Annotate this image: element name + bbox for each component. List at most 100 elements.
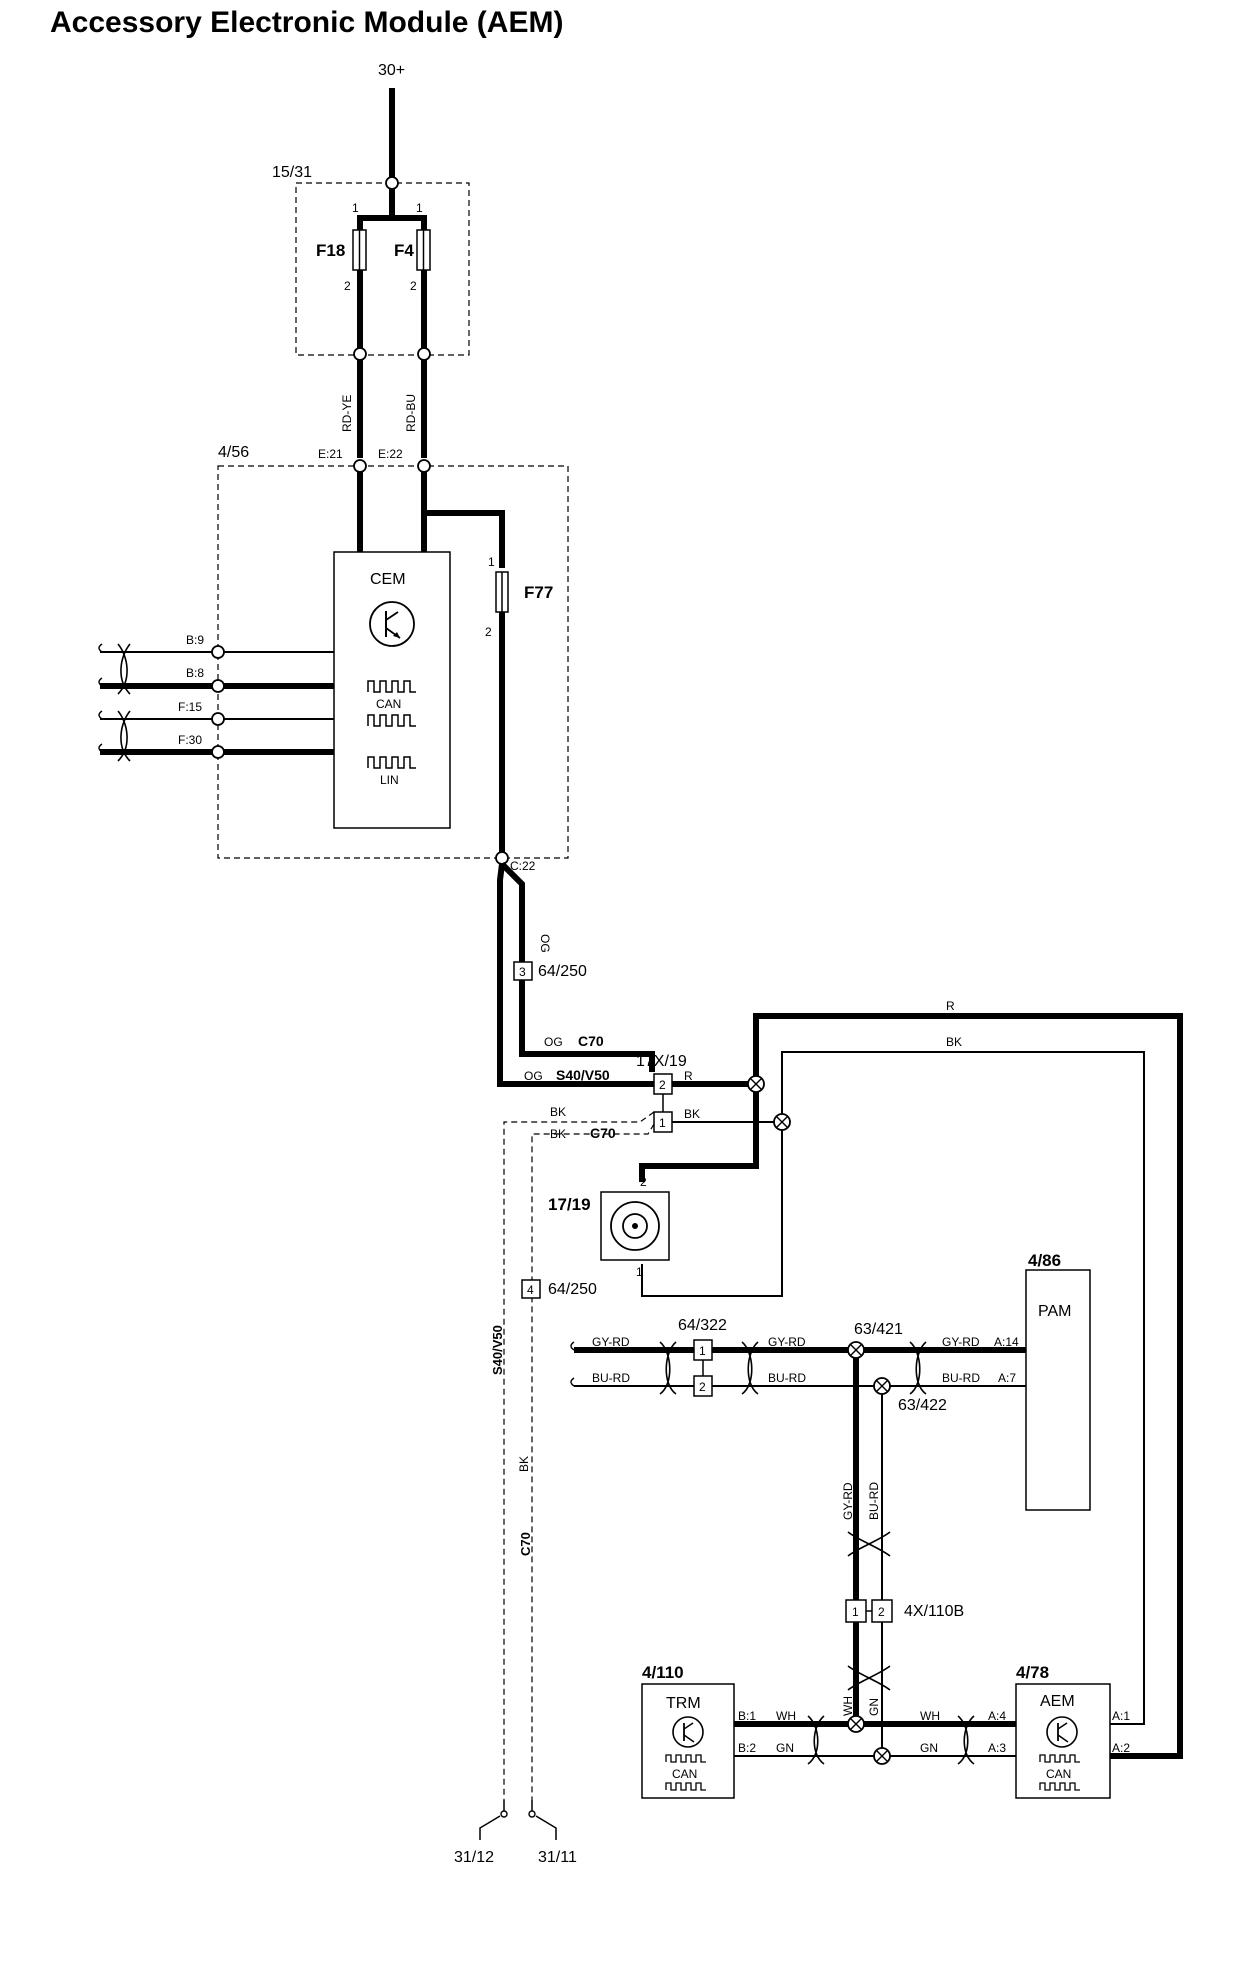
aem-pin-a4: A:4 (988, 1709, 1006, 1723)
cem-module-boundary (217, 465, 569, 859)
wire-label-gy-rd-mid: GY-RD (768, 1335, 806, 1349)
splice-64-250-a (513, 961, 533, 981)
wire-label-c70-vert: C70 (518, 1532, 533, 1556)
splice-a-id: 64/250 (538, 963, 587, 980)
ground-31-11 (528, 1800, 557, 1840)
cem-lin-label: LIN (380, 773, 399, 787)
socket-pin-bottom: 1 (636, 1265, 643, 1279)
pam-label: PAM (1038, 1303, 1071, 1320)
pam-pin-a14: A:14 (994, 1335, 1019, 1349)
connector-4x110b-pin2-label: 2 (878, 1605, 885, 1619)
trm-can-icon (665, 1754, 706, 1791)
socket-17-19-id: 17/19 (548, 1195, 591, 1214)
wire-label-s40v50-vert: S40/V50 (490, 1325, 505, 1375)
fuse-box-id: 15/31 (272, 164, 312, 181)
splice-63-422-label: 63/422 (898, 1397, 947, 1414)
aem-can-icon (1039, 1754, 1080, 1791)
connector-f4-out (417, 347, 431, 361)
aem-module (1015, 1683, 1111, 1799)
fuse-f77-pin-bottom: 2 (485, 625, 492, 639)
pam-module (1025, 1269, 1091, 1511)
cem-left-pins: B:9 B:8 F:15 F:30 (98, 633, 334, 762)
wire-label-c70-bk: C70 (590, 1125, 616, 1141)
pin-f15: F:15 (178, 700, 202, 714)
aem-pin-a1: A:1 (1112, 1709, 1130, 1723)
fuse-f18-pin-top: 1 (352, 201, 359, 215)
wire-label-r-top: R (946, 999, 955, 1013)
aem-id: 4/78 (1016, 1663, 1049, 1682)
twisted-pair-symbols (659, 1341, 927, 1395)
ground-31-12 (479, 1800, 508, 1840)
lin-signal-icon (367, 756, 416, 769)
pin-b9: B:9 (186, 633, 204, 647)
trm-transistor-icon (672, 1716, 704, 1748)
twisted-pair-wh-gn (847, 1665, 891, 1691)
aem-pin-a2: A:2 (1112, 1741, 1130, 1755)
connector-17x19-id: 17X/19 (636, 1053, 687, 1070)
pin-b8: B:8 (186, 666, 204, 680)
twisted-pair-bottom (807, 1715, 975, 1765)
page-title: Accessory Electronic Module (AEM) (50, 6, 563, 39)
ground-label-31-12: 31/12 (454, 1849, 494, 1866)
wire-bk-aem (781, 1051, 1145, 1725)
splice-r-junction (747, 1075, 765, 1093)
wire-og-c70 (499, 861, 655, 1072)
fuse-f4-label: F4 (394, 241, 414, 260)
cem-label: CEM (370, 571, 406, 588)
wire-label-og: OG (538, 934, 552, 953)
fuse-f18-label: F18 (316, 241, 345, 260)
wire-label-gy-rd-left: GY-RD (592, 1335, 630, 1349)
splice-bk-junction (773, 1113, 791, 1131)
trm-id: 4/110 (642, 1663, 684, 1682)
ground-label-31-11: 31/11 (538, 1849, 577, 1866)
connector-17x19-pin1-label: 1 (659, 1116, 666, 1130)
splice-b-pin: 4 (527, 1283, 534, 1297)
fuse-f18-pin-bottom: 2 (344, 279, 351, 293)
wire-label-bk-vert: BK (517, 1456, 531, 1472)
connector-64-322-pin2-label: 2 (699, 1380, 706, 1394)
splice-64-250-b (521, 1279, 541, 1299)
pin-f30: F:30 (178, 733, 202, 747)
aem-can-label: CAN (1046, 1767, 1071, 1781)
splice-wh-junction (847, 1715, 865, 1733)
wire-label-gy-rd-vert: GY-RD (841, 1482, 855, 1520)
wire-label-og-s40: OG (524, 1069, 543, 1083)
wire-label-rd-bu: RD-BU (404, 394, 418, 432)
pam-pin-a7: A:7 (998, 1371, 1016, 1385)
trm-label: TRM (666, 1695, 701, 1712)
cem-module-id: 4/56 (218, 444, 249, 461)
wire-label-s40v50: S40/V50 (556, 1067, 610, 1083)
wire-label-gy-rd-pam: GY-RD (942, 1335, 980, 1349)
connector-64-322-id: 64/322 (678, 1317, 727, 1334)
can-signal-icon (367, 680, 416, 727)
supply-node (385, 176, 399, 190)
fuse-f4-pin-bottom: 2 (410, 279, 417, 293)
wire-label-bk-right: BK (684, 1107, 700, 1121)
splice-a-pin: 3 (519, 965, 526, 979)
wire-r-socket (639, 1092, 759, 1182)
wire-label-wh-right: WH (920, 1709, 940, 1723)
connector-4x110b-id: 4X/110B (904, 1603, 964, 1620)
trm-can-label: CAN (672, 1767, 697, 1781)
pin-e21: E:21 (318, 447, 343, 461)
connector-e22 (417, 459, 431, 473)
connector-e21 (353, 459, 367, 473)
wire-label-wh-left: WH (776, 1709, 796, 1723)
wire-bk-socket (641, 1130, 783, 1297)
pin-c22: C:22 (510, 859, 536, 873)
wire-label-c70: C70 (578, 1033, 604, 1049)
wire-og-s40 (497, 863, 654, 1087)
trm-module (641, 1683, 735, 1799)
pin-e22: E:22 (378, 447, 403, 461)
wire-bk-s40 (503, 1111, 655, 1800)
wire-label-r: R (684, 1069, 693, 1083)
wire-label-gn-right: GN (920, 1741, 938, 1755)
splice-gn-junction (873, 1747, 891, 1765)
wire-label-bk-top: BK (946, 1035, 962, 1049)
supply-label: 30+ (378, 62, 405, 79)
twisted-pair-vertical (847, 1531, 891, 1557)
splice-63-421-label: 63/421 (854, 1321, 903, 1338)
cem-can-label: CAN (376, 697, 401, 711)
socket-pin-top: 2 (640, 1175, 647, 1189)
